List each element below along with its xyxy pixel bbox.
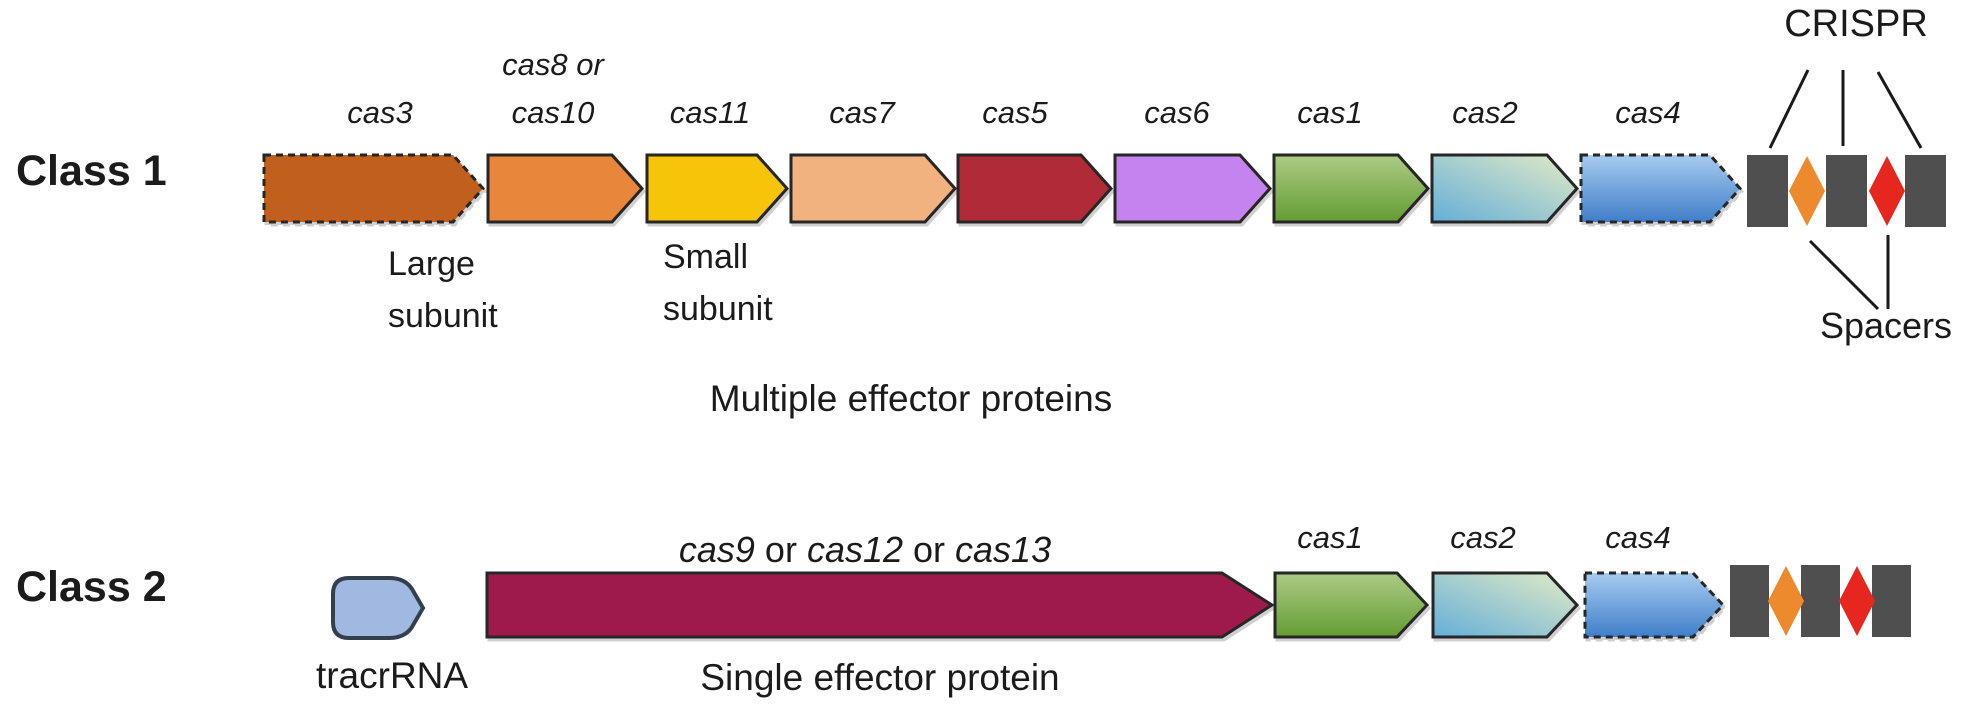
gene-label-cas10: cas10 <box>511 95 595 130</box>
crispr-array1-repeat-2 <box>1826 155 1867 227</box>
crispr-array1-repeat-3 <box>1905 155 1946 227</box>
large-subunit-line2: subunit <box>388 297 498 335</box>
large-subunit-line1: Large <box>388 245 475 283</box>
gene-label-cas3: cas3 <box>347 95 413 130</box>
gene-arrow-cas1 <box>1272 153 1431 224</box>
gene-arrow-cas5 <box>956 153 1114 224</box>
gene-arrow-cas9-cas12-cas13 <box>485 571 1275 639</box>
gene-arrow-cas3 <box>262 153 486 224</box>
crispr-array1-spacer-diamond-2 <box>1869 156 1905 226</box>
small-subunit-line1: Small <box>663 238 749 276</box>
class1-label: Class 1 <box>16 147 167 195</box>
crispr-array2-repeat-3 <box>1872 565 1911 637</box>
small-subunit-line2: subunit <box>663 290 773 328</box>
gene-label-cas7: cas7 <box>829 95 895 130</box>
gene-label-cas2: cas2 <box>1452 95 1518 130</box>
gene-arrow-row2-cas4 <box>1583 571 1726 639</box>
class2-label: Class 2 <box>16 563 167 611</box>
gene-arrow-cas6 <box>1113 153 1273 224</box>
spacers-pointer-line-1 <box>1808 239 1880 311</box>
gene-arrow-row2-cas1 <box>1273 571 1430 639</box>
gene-label-cas8-or: cas8 or <box>502 47 604 82</box>
gene-arrow-cas8-cas10 <box>486 153 645 224</box>
crispr-pointer-line-1 <box>1768 69 1810 149</box>
crispr-array1-repeat-1 <box>1747 155 1788 227</box>
gene-label-cas5: cas5 <box>982 95 1048 130</box>
crispr-array-label: CRISPR <box>1784 3 1928 45</box>
gene-label-cas9-cas12-cas13: cas9 or cas12 or cas13 <box>678 529 1052 570</box>
gene-label-cas11: cas11 <box>669 95 751 130</box>
gene-label-cas1: cas1 <box>1297 95 1363 130</box>
tracrrna-label: tracrRNA <box>315 655 469 696</box>
gene-arrow-cas11 <box>645 153 790 224</box>
crispr-array2-spacer-diamond-2 <box>1839 566 1875 636</box>
crispr-pointer-line-3 <box>1876 71 1923 149</box>
crispr-array2-repeat-2 <box>1801 565 1840 637</box>
crispr-array2-repeat-1 <box>1730 565 1769 637</box>
gene-label-cas4: cas4 <box>1615 95 1681 130</box>
gene-label-row2-cas2: cas2 <box>1450 520 1516 555</box>
gene-label-cas6: cas6 <box>1144 95 1210 130</box>
gene-arrow-cas7 <box>789 153 958 224</box>
gene-label-row2-cas4: cas4 <box>1605 520 1671 555</box>
multiple-effector-caption: Multiple effector proteins <box>709 378 1113 419</box>
spacers-label: Spacers <box>1819 305 1953 346</box>
tracrrna-glyph <box>331 576 426 640</box>
gene-arrow-cas2 <box>1430 153 1580 224</box>
gene-arrow-cas4 <box>1579 153 1743 224</box>
gene-arrow-row2-cas2 <box>1431 571 1580 639</box>
single-effector-caption: Single effector protein <box>700 657 1060 698</box>
gene-label-row2-cas1: cas1 <box>1297 520 1363 555</box>
crispr-array2-spacer-diamond-1 <box>1768 566 1804 636</box>
crispr-array1-spacer-diamond-1 <box>1789 156 1825 226</box>
